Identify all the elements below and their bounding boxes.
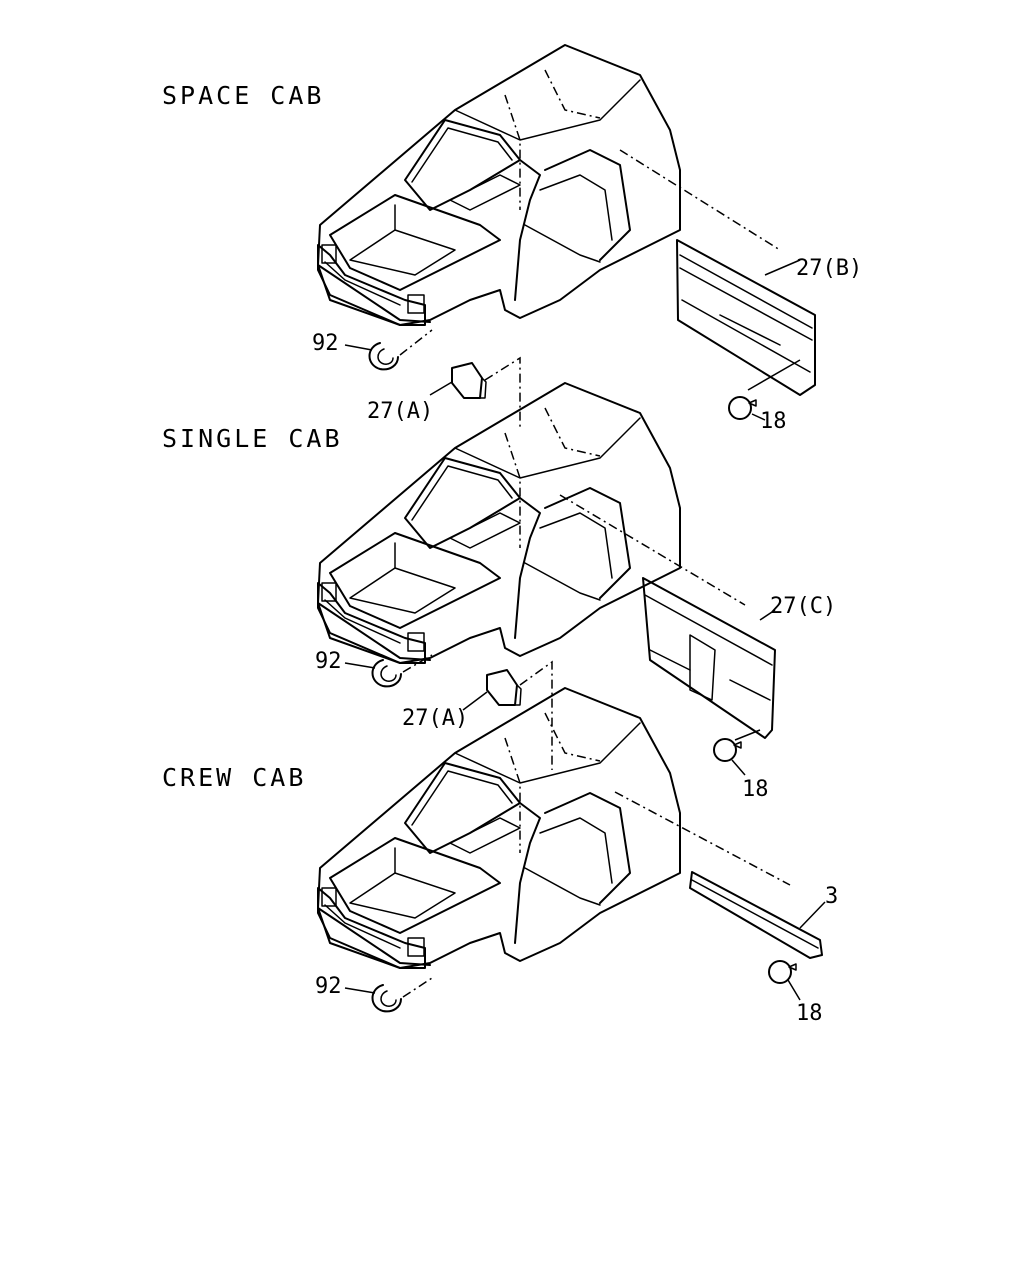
callout-label: 92 [315,649,342,674]
cab-body-illustration [317,44,681,326]
callout-label: 18 [742,777,769,802]
clip-part [713,738,742,762]
callout-label: 3 [825,884,838,909]
callout-label: 27(A) [402,706,468,731]
rear-panel-part [559,494,776,739]
seal-part [368,342,399,371]
section-space-cab: SPACE CAB 27(B) 18 92 27(A) [162,44,862,434]
callout-label: 92 [315,974,342,999]
callout-label: 27(B) [796,256,862,281]
cover-part [486,669,522,706]
section-title: SINGLE CAB [162,424,343,453]
section-single-cab: SINGLE CAB 27(C) 18 92 27(A) [162,382,836,802]
clip-part [728,396,757,420]
section-title: SPACE CAB [162,81,324,110]
clip-part [768,960,797,984]
callout-label: 18 [760,409,787,434]
rear-panel-part [619,149,816,396]
cab-body-illustration [317,382,681,664]
sill-trim-part [614,791,823,959]
callout-label: 92 [312,331,339,356]
callout-label: 18 [796,1001,823,1026]
section-crew-cab: CREW CAB 3 18 92 [162,687,838,1026]
cover-part [451,362,487,399]
section-title: CREW CAB [162,763,306,792]
seal-part [371,659,402,688]
callout-label: 27(C) [770,594,836,619]
callout-label: 27(A) [367,399,433,424]
seal-part [371,984,402,1013]
cab-body-illustration [317,687,681,969]
